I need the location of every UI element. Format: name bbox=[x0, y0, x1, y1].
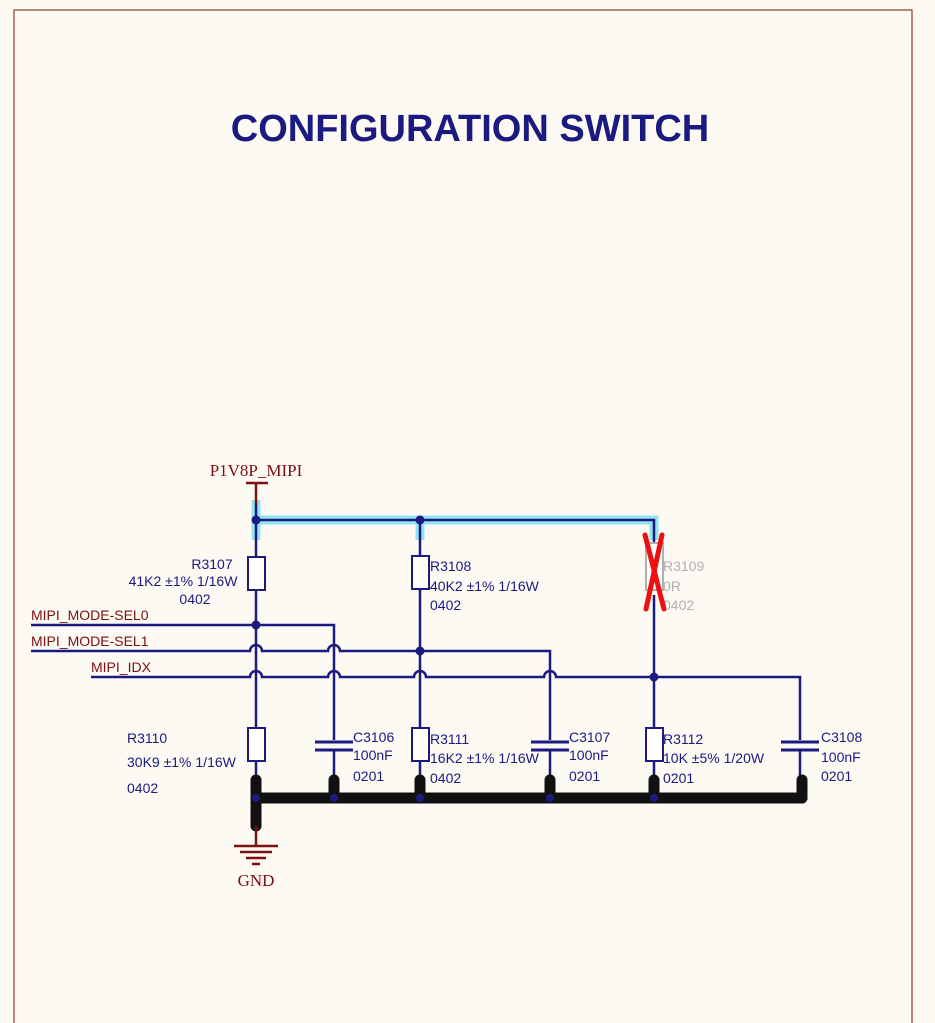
c3106-ref: C3106 bbox=[353, 729, 394, 745]
r3111-value: 16K2 ±1% 1/16W bbox=[430, 750, 540, 766]
r3107-ref: R3107 bbox=[191, 556, 232, 572]
capacitor-c3107[interactable]: C3107 100nF 0201 bbox=[531, 729, 610, 790]
capacitor-c3106[interactable]: C3106 100nF 0201 bbox=[315, 729, 394, 790]
c3107-value: 100nF bbox=[569, 747, 609, 763]
power-net-label: P1V8P_MIPI bbox=[210, 461, 303, 480]
resistor-r3107[interactable]: R3107 41K2 ±1% 1/16W 0402 bbox=[129, 556, 266, 728]
net-label-sel1: MIPI_MODE-SEL1 bbox=[31, 633, 149, 649]
c3108-value: 100nF bbox=[821, 749, 861, 765]
net-label-idx: MIPI_IDX bbox=[91, 659, 152, 675]
r3110-value: 30K9 ±1% 1/16W bbox=[127, 754, 237, 770]
r3110-ref: R3110 bbox=[127, 730, 167, 746]
net-mipi-mode-sel0[interactable]: MIPI_MODE-SEL0 bbox=[31, 607, 336, 740]
r3107-package: 0402 bbox=[179, 591, 210, 607]
resistor-r3112[interactable]: R3112 10K ±5% 1/20W 0201 bbox=[645, 727, 765, 790]
sheet-border bbox=[13, 9, 913, 1023]
net-label-sel0: MIPI_MODE-SEL0 bbox=[31, 607, 149, 623]
r3107-value: 41K2 ±1% 1/16W bbox=[129, 573, 239, 589]
resistor-r3108[interactable]: R3108 40K2 ±1% 1/16W 0402 bbox=[411, 555, 540, 728]
r3111-package: 0402 bbox=[430, 770, 461, 786]
ground-bus[interactable] bbox=[250, 774, 808, 832]
r3109-ref: R3109 bbox=[663, 558, 704, 574]
r3109-package: 0402 bbox=[663, 597, 694, 613]
resistor-r3109-dnp[interactable]: R3109 0R 0402 bbox=[642, 532, 704, 728]
c3108-ref: C3108 bbox=[821, 729, 862, 745]
r3112-package: 0201 bbox=[663, 770, 694, 786]
r3111-ref: R3111 bbox=[430, 731, 469, 747]
c3106-value: 100nF bbox=[353, 747, 393, 763]
c3107-package: 0201 bbox=[569, 768, 600, 784]
capacitor-c3108[interactable]: C3108 100nF 0201 bbox=[781, 729, 862, 790]
r3112-value: 10K ±5% 1/20W bbox=[663, 750, 765, 766]
r3108-package: 0402 bbox=[430, 597, 461, 613]
r3109-value: 0R bbox=[663, 578, 681, 594]
c3106-package: 0201 bbox=[353, 768, 384, 784]
ground-net-label: GND bbox=[238, 871, 275, 890]
r3108-value: 40K2 ±1% 1/16W bbox=[430, 578, 540, 594]
page-title: CONFIGURATION SWITCH bbox=[231, 108, 709, 150]
r3110-package: 0402 bbox=[127, 780, 158, 796]
resistor-r3111[interactable]: R3111 16K2 ±1% 1/16W 0402 bbox=[411, 727, 540, 790]
r3108-ref: R3108 bbox=[430, 558, 471, 574]
resistor-r3110[interactable]: R3110 30K9 ±1% 1/16W 0402 bbox=[127, 727, 266, 796]
power-rail bbox=[251, 505, 656, 558]
net-mipi-mode-sel1[interactable]: MIPI_MODE-SEL1 bbox=[31, 633, 552, 740]
c3108-package: 0201 bbox=[821, 768, 852, 784]
power-port[interactable]: P1V8P_MIPI bbox=[210, 461, 303, 505]
ground-symbol-icon[interactable]: GND bbox=[234, 826, 278, 890]
r3112-ref: R3112 bbox=[663, 731, 703, 747]
c3107-ref: C3107 bbox=[569, 729, 610, 745]
net-mipi-idx[interactable]: MIPI_IDX bbox=[91, 659, 802, 740]
